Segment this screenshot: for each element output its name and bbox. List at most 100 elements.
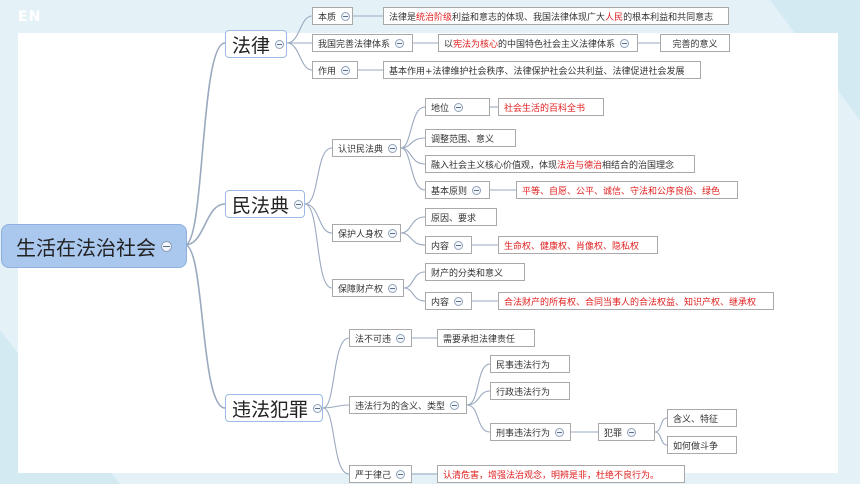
collapse-icon[interactable]	[620, 38, 630, 48]
criminal-violation[interactable]: 刑事违法行为	[490, 423, 571, 441]
collapse-icon[interactable]	[555, 427, 565, 437]
collapse-icon[interactable]	[388, 283, 398, 293]
topic-crime-label: 违法犯罪	[232, 398, 309, 421]
admin-violation-text: 行政违法行为	[496, 387, 551, 398]
property-content[interactable]: 内容	[425, 292, 472, 310]
highlight-text: 法治与德治	[557, 160, 603, 171]
civil-violation[interactable]: 民事违法行为	[490, 355, 570, 373]
collapse-icon[interactable]	[472, 185, 482, 195]
crime-discipline-desc[interactable]: 认清危害，增强法治观念，明辨是非，杜绝不良行为。	[437, 465, 685, 483]
highlight-text: 宪法为核心	[453, 39, 499, 50]
collapse-icon[interactable]	[341, 11, 351, 21]
law-function-desc[interactable]: 基本作用+法律维护社会秩序、法律保护社会公共利益、法律促进社会发展	[383, 61, 701, 79]
law-system-label: 我国完善法律体系	[318, 39, 391, 50]
crime-inviolable-text: 需要承担法律责任	[443, 334, 516, 345]
person-content-value[interactable]: 生命权、健康权、肖像权、隐私权	[498, 236, 658, 254]
law-essence[interactable]: 本质	[312, 7, 353, 25]
highlight-text: 人民	[605, 12, 624, 23]
criminal-violation-label: 刑事违法行为	[496, 428, 551, 439]
admin-violation[interactable]: 行政违法行为	[490, 382, 570, 400]
civil-property-label: 保障财产权	[338, 284, 384, 295]
crime-inviolable[interactable]: 法不可违	[349, 329, 412, 347]
law-system-desc[interactable]: 以宪法为核心的中国特色社会主义法律体系	[438, 34, 638, 52]
civil-know-label: 认识民法典	[338, 144, 384, 155]
collapse-icon[interactable]	[388, 143, 398, 153]
root-topic-label: 生活在法治社会	[16, 235, 156, 260]
crime-inviolable-desc[interactable]: 需要承担法律责任	[437, 329, 535, 347]
text-part: 融入社会主义核心价值观，体现	[431, 160, 558, 171]
text-part: 利益和意志的体现、我国法律体现广大	[452, 12, 606, 23]
civil-principle[interactable]: 基本原则	[425, 181, 490, 199]
crime-discipline[interactable]: 严于律己	[349, 465, 412, 483]
civil-scope[interactable]: 调整范围、意义	[425, 129, 516, 147]
property-content-text: 合法财产的所有权、合同当事人的合法权益、知识产权、继承权	[504, 297, 757, 308]
person-reason-text: 原因、要求	[431, 213, 477, 224]
topic-civil-code[interactable]: 民法典	[225, 190, 305, 218]
civil-principle-label: 基本原则	[431, 186, 468, 197]
collapse-icon[interactable]	[454, 240, 464, 250]
law-function-label: 作用	[318, 66, 337, 77]
text-part: 以	[444, 39, 454, 50]
collapse-icon[interactable]	[275, 39, 285, 49]
crime-node-label: 犯罪	[604, 428, 623, 439]
person-content[interactable]: 内容	[425, 236, 472, 254]
collapse-icon[interactable]	[454, 296, 464, 306]
law-function-text: 基本作用+法律维护社会秩序、法律保护社会公共利益、法律促进社会发展	[389, 66, 685, 77]
collapse-icon[interactable]	[388, 228, 398, 238]
topic-crime[interactable]: 违法犯罪	[225, 394, 323, 422]
collapse-icon[interactable]	[395, 38, 405, 48]
highlight-text: 统治阶级	[416, 12, 453, 23]
collapse-icon[interactable]	[396, 333, 406, 343]
property-classification[interactable]: 财产的分类和意义	[425, 263, 525, 281]
collapse-icon[interactable]	[450, 400, 460, 410]
crime-meaning-text: 含义、特征	[673, 414, 719, 425]
crime-fight-text: 如何做斗争	[673, 441, 719, 452]
collapse-icon[interactable]	[627, 427, 637, 437]
text-part: 的根本利益和共同意志	[623, 12, 714, 23]
collapse-icon[interactable]	[396, 469, 406, 479]
civil-person[interactable]: 保护人身权	[332, 224, 401, 242]
topic-law-label: 法律	[232, 34, 271, 57]
civil-status-text: 社会生活的百科全书	[504, 103, 586, 114]
person-content-text: 生命权、健康权、肖像权、隐私权	[504, 241, 640, 252]
civil-principle-value[interactable]: 平等、自愿、公平、诚信、守法和公序良俗、绿色	[516, 181, 738, 199]
crime-discipline-label: 严于律己	[355, 470, 392, 481]
civil-property[interactable]: 保障财产权	[332, 279, 404, 297]
crime-discipline-text: 认清危害，增强法治观念，明辨是非，杜绝不良行为。	[443, 470, 660, 481]
collapse-icon[interactable]	[161, 240, 172, 252]
civil-principle-text: 平等、自愿、公平、诚信、守法和公序良俗、绿色	[522, 186, 721, 197]
law-system[interactable]: 我国完善法律体系	[312, 34, 413, 52]
text-part: 相结合的治国理念	[602, 160, 675, 171]
civil-status[interactable]: 地位	[425, 98, 490, 116]
crime-node[interactable]: 犯罪	[598, 423, 655, 441]
civil-violation-text: 民事违法行为	[496, 360, 551, 371]
law-essence-desc[interactable]: 法律是统治阶级利益和意志的体现、我国法律体现广大人民的根本利益和共同意志	[383, 7, 729, 25]
law-essence-label: 本质	[318, 12, 337, 23]
topic-law[interactable]: 法律	[225, 30, 287, 58]
civil-person-label: 保护人身权	[338, 229, 384, 240]
crime-fight[interactable]: 如何做斗争	[667, 436, 737, 454]
law-system-significance[interactable]: 完善的意义	[660, 34, 730, 52]
person-content-label: 内容	[431, 241, 450, 252]
law-function[interactable]: 作用	[312, 61, 358, 79]
crime-meaning[interactable]: 含义、特征	[667, 409, 737, 427]
text-part: 法律是	[389, 12, 417, 23]
root-topic[interactable]: 生活在法治社会	[1, 224, 187, 268]
collapse-icon[interactable]	[454, 102, 464, 112]
collapse-icon[interactable]	[294, 199, 304, 209]
civil-know[interactable]: 认识民法典	[332, 139, 401, 157]
significance-label: 完善的意义	[672, 39, 718, 50]
person-reason[interactable]: 原因、要求	[425, 208, 497, 226]
crime-types-label: 违法行为的含义、类型	[355, 401, 446, 412]
property-content-value[interactable]: 合法财产的所有权、合同当事人的合法权益、知识产权、继承权	[498, 292, 774, 310]
collapse-icon[interactable]	[341, 65, 351, 75]
civil-status-label: 地位	[431, 103, 450, 114]
civil-values[interactable]: 融入社会主义核心价值观，体现法治与德治相结合的治国理念	[425, 155, 695, 173]
property-classification-text: 财产的分类和意义	[431, 268, 504, 279]
crime-types[interactable]: 违法行为的含义、类型	[349, 396, 467, 414]
crime-inviolable-label: 法不可违	[355, 334, 392, 345]
topic-civil-code-label: 民法典	[232, 194, 290, 217]
collapse-icon[interactable]	[313, 403, 323, 413]
civil-status-value[interactable]: 社会生活的百科全书	[498, 98, 604, 116]
